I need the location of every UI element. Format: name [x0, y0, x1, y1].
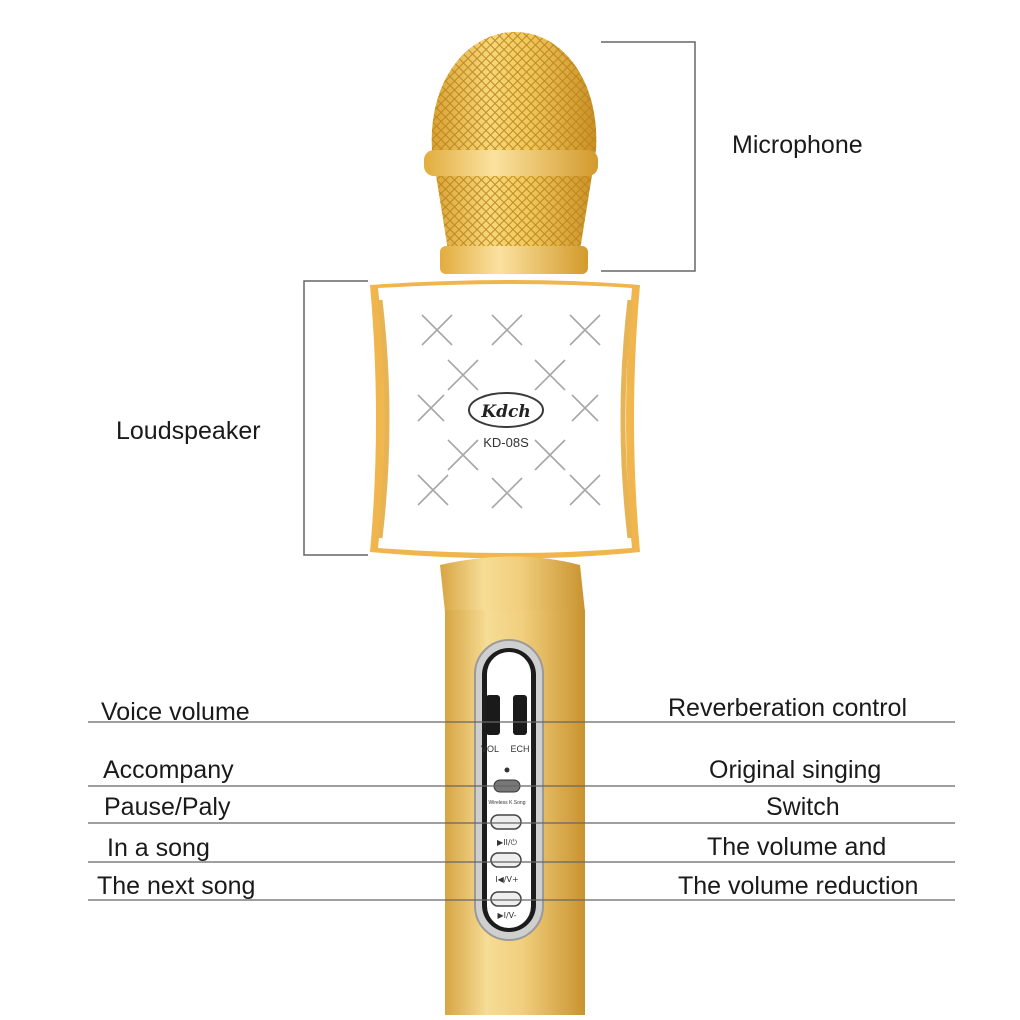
label-pause-play: Pause/Paly — [104, 793, 231, 821]
prev-volume-up-button[interactable] — [490, 852, 522, 868]
leader-lines — [88, 721, 955, 901]
label-switch: Switch — [766, 793, 840, 821]
brand-logo-oval — [468, 392, 544, 428]
bracket-loudspeaker — [303, 280, 368, 556]
vol-caption: VOL — [481, 744, 499, 754]
next-volume-down-button[interactable] — [490, 891, 522, 907]
label-volume-and: The volume and — [707, 833, 887, 861]
model-number: KD-08S — [483, 435, 529, 450]
ech-knob[interactable] — [513, 695, 527, 735]
label-reverberation-control: Reverberation control — [668, 694, 908, 722]
brand-logo-text: Kdch — [480, 402, 530, 422]
prev-caption: I◀/V+ — [495, 875, 518, 884]
label-accompany: Accompany — [103, 756, 234, 784]
next-caption: ▶I/V- — [497, 911, 516, 920]
bracket-microphone — [601, 41, 696, 272]
play-pause-caption: ▶II/⏻ — [497, 838, 518, 847]
ech-caption: ECH — [510, 744, 529, 754]
label-loudspeaker: Loudspeaker — [116, 417, 261, 445]
play-pause-button[interactable] — [490, 814, 522, 830]
label-in-a-song: In a song — [107, 834, 210, 862]
label-original-singing: Original singing — [709, 756, 882, 784]
microphone-head — [424, 32, 598, 274]
label-volume-reduction: The volume reduction — [678, 872, 919, 900]
label-microphone: Microphone — [732, 131, 863, 159]
handle: VOL ECH Wireless K Song ▶II/⏻ I◀/V+ ▶I/V… — [440, 556, 585, 1015]
label-voice-volume: Voice volume — [101, 698, 250, 726]
label-next-song: The next song — [97, 872, 256, 900]
speaker-grille-pattern — [417, 314, 601, 509]
switch-caption: Wireless K Song — [489, 800, 526, 806]
speaker-body: Kdch KD-08S — [370, 280, 640, 559]
vol-knob[interactable] — [486, 695, 500, 735]
